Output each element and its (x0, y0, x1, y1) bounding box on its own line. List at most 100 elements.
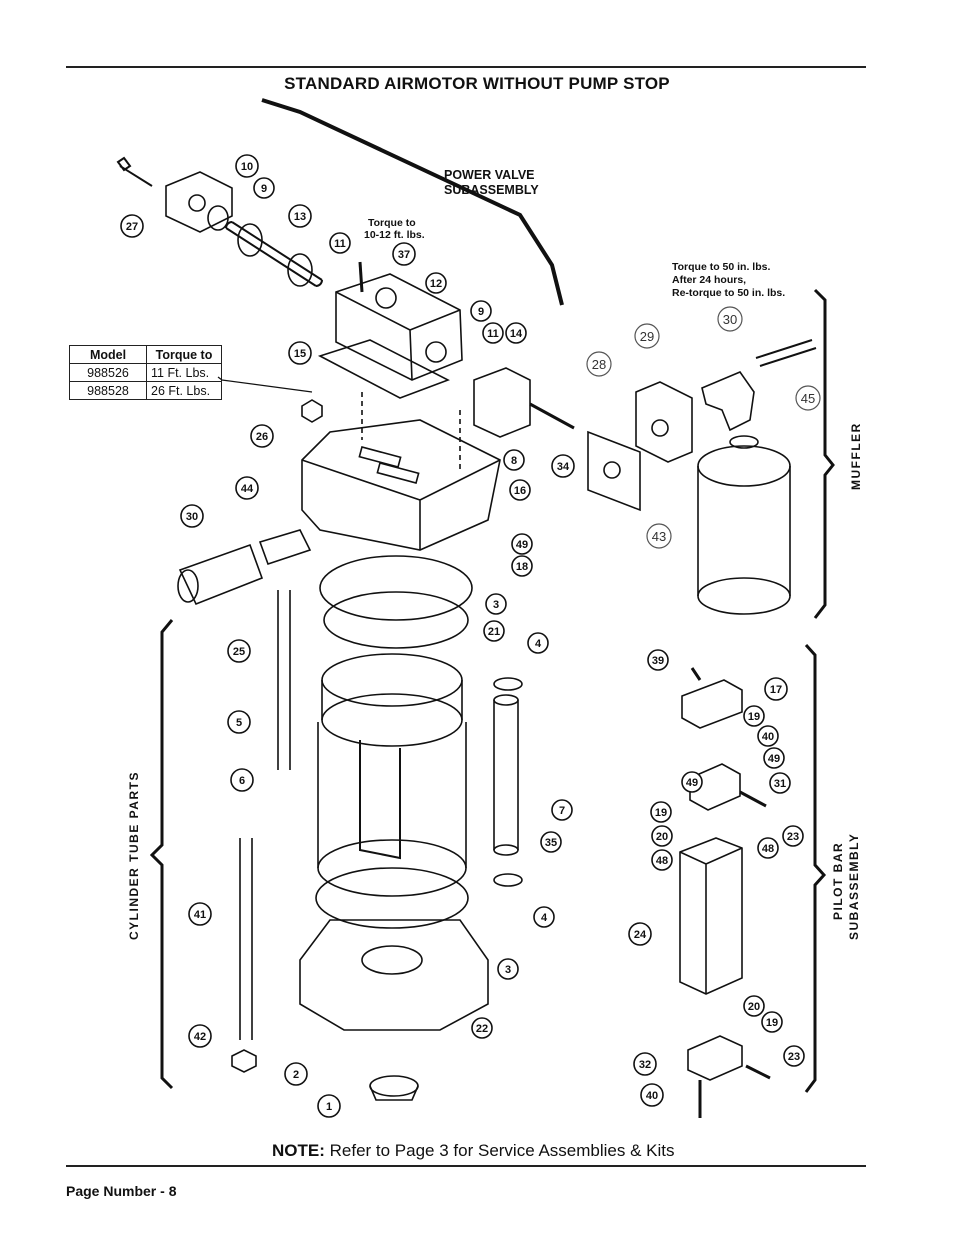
plate-10 (165, 171, 233, 233)
callout-4: 4 (535, 638, 542, 650)
power-valve-bracket (261, 98, 564, 306)
tie-rod-41 (239, 838, 253, 1040)
tie-rod-25 (277, 590, 291, 770)
tube-7 (493, 700, 519, 850)
page-number: Page Number - 8 (66, 1183, 177, 1199)
callout-6: 6 (239, 775, 245, 787)
nut-26 (301, 399, 323, 423)
callout-18: 18 (516, 561, 528, 573)
callout-35: 35 (545, 837, 557, 849)
table-header-row: Model Torque to (69, 345, 222, 364)
callout-31: 31 (774, 778, 786, 790)
top-rule (66, 66, 866, 68)
callout-24: 24 (634, 929, 647, 941)
screw-37 (358, 261, 364, 293)
cylinder-tube-parts-label: CYLINDER TUBE PARTS (127, 771, 141, 940)
table-leader-line (217, 376, 313, 393)
cylinder-tube-6 (317, 722, 467, 868)
callout-8: 8 (511, 455, 517, 467)
thin-callouts (586, 306, 821, 549)
callout-42: 42 (194, 1031, 206, 1043)
cap-14 (473, 367, 531, 438)
callout-9: 9 (261, 183, 267, 195)
table-row: 988526 11 Ft. Lbs. (69, 363, 222, 382)
muffler-label: MUFFLER (849, 422, 863, 490)
callout-23: 23 (788, 1051, 800, 1063)
callout-20: 20 (656, 831, 668, 843)
torque-10-12-label-1: Torque to (368, 217, 416, 229)
gasket-28 (587, 430, 641, 512)
callout-14: 14 (510, 328, 523, 340)
screw-23-top (739, 790, 767, 808)
callout-22: 22 (476, 1023, 488, 1035)
callout-45: 45 (801, 391, 815, 406)
bottom-rule (66, 1165, 866, 1167)
callouts (120, 154, 805, 1118)
callout-40: 40 (762, 731, 774, 743)
spool-13 (225, 221, 323, 287)
gasket-15 (317, 339, 450, 399)
screw-39 (690, 667, 702, 681)
callout-27: 27 (126, 221, 138, 233)
callout-49: 49 (768, 753, 780, 765)
screw-23-bottom (745, 1064, 771, 1080)
power-valve-label-1: POWER VALVE (444, 168, 535, 182)
callout-11: 11 (487, 328, 499, 340)
block-32 (687, 1035, 743, 1081)
callout-19: 19 (748, 711, 760, 723)
oring-3-bottom (315, 867, 469, 929)
nipple-30 (755, 339, 817, 367)
cylinder-tube-bracket (149, 619, 174, 1090)
seal-9 (207, 205, 229, 231)
callout-44: 44 (241, 483, 254, 495)
callout-49: 49 (516, 539, 528, 551)
power-valve-label-2: SUBASSEMBLY (444, 183, 539, 197)
elbow-45 (701, 371, 755, 432)
callout-20: 20 (748, 1001, 760, 1013)
callout-11: 11 (334, 238, 346, 250)
oring-3-top (319, 555, 473, 621)
service-note: NOTE: Refer to Page 3 for Service Assemb… (272, 1141, 675, 1161)
callout-2: 2 (293, 1069, 299, 1081)
oring-4-bottom (493, 873, 523, 887)
table-cell-torque: 26 Ft. Lbs. (146, 381, 222, 400)
pilot-bar-bracket (804, 643, 827, 1093)
table-cell-model: 988526 (69, 363, 147, 382)
top-cap-8 (301, 419, 501, 551)
callout-37: 37 (398, 249, 410, 261)
page-title: STANDARD AIRMOTOR WITHOUT PUMP STOP (284, 74, 670, 93)
callout-39: 39 (652, 655, 664, 667)
bar-24 (679, 837, 743, 995)
callout-41: 41 (194, 909, 206, 921)
callout-19: 19 (766, 1017, 778, 1029)
table-row: 988528 26 Ft. Lbs. (69, 381, 222, 400)
callout-15: 15 (294, 348, 306, 360)
torque-50-label-3: Re-torque to 50 in. lbs. (672, 287, 785, 299)
callout-10: 10 (241, 161, 253, 173)
valve-body-12 (335, 273, 463, 381)
fitting-44 (258, 529, 312, 566)
callout-30: 30 (723, 312, 737, 327)
part-1 (369, 1075, 419, 1097)
pilot-bar-label-1: PILOT BAR (831, 842, 845, 920)
callout-19: 19 (655, 807, 667, 819)
callout-43: 43 (652, 529, 666, 544)
torque-50-label-2: After 24 hours, (672, 274, 746, 286)
callout-48: 48 (762, 843, 774, 855)
callout-30: 30 (186, 511, 198, 523)
callout-13: 13 (294, 211, 306, 223)
callout-3: 3 (493, 599, 499, 611)
torque-10-12-label-2: 10-12 ft. lbs. (364, 229, 425, 241)
callout-34: 34 (557, 461, 570, 473)
base-22 (299, 919, 489, 1031)
callout-3: 3 (505, 964, 511, 976)
callout-9: 9 (478, 306, 484, 318)
table-header-torque: Torque to (146, 345, 222, 364)
callout-17: 17 (770, 684, 782, 696)
muffler-bracket (813, 288, 835, 619)
callout-5: 5 (236, 717, 242, 729)
oring-4-top (493, 677, 523, 691)
note-text: Refer to Page 3 for Service Assemblies &… (324, 1141, 675, 1160)
callout-4: 4 (541, 912, 548, 924)
screw-27 (116, 156, 153, 187)
